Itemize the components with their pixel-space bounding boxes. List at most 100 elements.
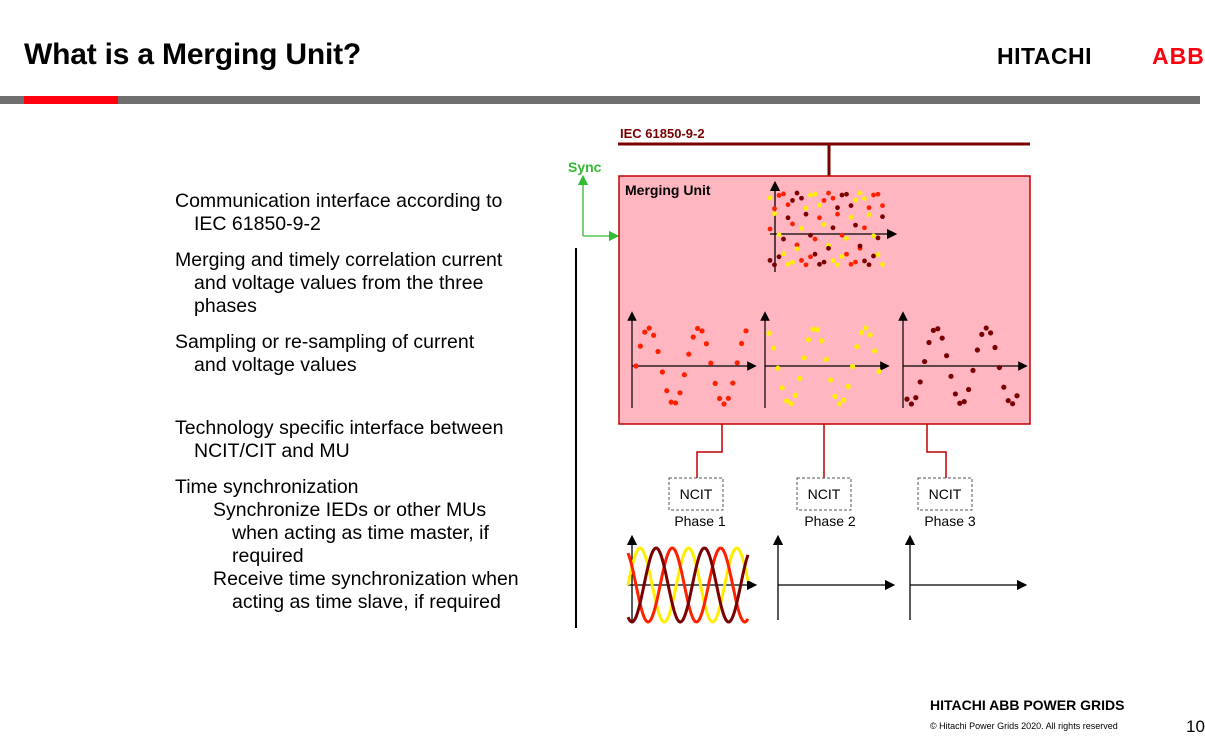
sample-dot <box>730 380 736 386</box>
merged-dot <box>817 215 822 221</box>
sample-dot <box>770 345 777 351</box>
sample-dot <box>681 372 688 378</box>
sample-dot <box>699 328 705 334</box>
merged-dot <box>826 190 831 196</box>
ncit-label: NCIT <box>929 486 962 502</box>
sample-dot <box>988 330 994 336</box>
phase-1-label: Phase 1 <box>674 513 726 529</box>
analog-wave <box>626 546 750 624</box>
footer-copyright: © Hitachi Power Grids 2020. All rights r… <box>930 721 1118 731</box>
sync-label: Sync <box>568 159 602 175</box>
sample-dot <box>717 395 723 402</box>
ncit-phase-1: NCIT Phase 1 <box>668 477 726 529</box>
sample-dot <box>952 391 959 397</box>
merged-dot <box>880 203 885 208</box>
merged-samples <box>767 190 885 268</box>
sample-dot <box>655 348 661 355</box>
merged-dot <box>767 195 773 201</box>
merged-dot <box>839 254 845 259</box>
merged-dot <box>794 246 800 252</box>
merged-dot <box>821 222 827 227</box>
sample-dot <box>961 399 967 405</box>
merged-dot <box>808 192 813 198</box>
header-bar <box>0 96 1200 104</box>
merged-dot <box>866 205 872 211</box>
sample-dot <box>784 398 790 404</box>
sample-dot <box>970 367 976 374</box>
merged-dot <box>785 215 791 221</box>
bullet-3: Sampling or re-sampling of current <box>175 331 475 353</box>
sample-dot <box>806 337 812 343</box>
sample-dot <box>1001 384 1007 390</box>
merged-dot <box>799 225 804 231</box>
merged-dot <box>785 202 791 208</box>
bus-label: IEC 61850-9-2 <box>620 126 705 141</box>
bullet-4: Technology specific interface between <box>175 417 504 439</box>
sample-dot <box>734 360 740 366</box>
merged-dot <box>853 222 858 228</box>
merging-unit-label: Merging Unit <box>625 182 711 198</box>
sub-bullet-2: Receive time synchronization when <box>213 568 519 590</box>
header-bar-accent <box>24 96 118 104</box>
merged-dot <box>862 225 867 231</box>
phase-3-label: Phase 3 <box>924 513 976 529</box>
bullet-list: Communication interface according to IEC… <box>175 190 570 614</box>
merged-dot <box>767 226 773 232</box>
sample-dot <box>677 390 683 396</box>
merged-dot <box>875 252 881 258</box>
sample-dot <box>797 375 803 382</box>
sample-dot <box>917 379 923 385</box>
sample-dot <box>668 399 674 405</box>
merged-dot <box>830 195 836 201</box>
bullet-4-cont: NCIT/CIT and MU <box>194 440 350 462</box>
merged-dot <box>871 233 876 239</box>
sample-dot <box>966 386 972 393</box>
merged-dot <box>835 262 840 268</box>
merged-dot <box>866 262 872 268</box>
footer-brand: HITACHI ABB POWER GRIDS <box>930 697 1125 713</box>
merged-dot <box>776 193 782 198</box>
merged-dot <box>844 251 849 257</box>
sample-dot <box>872 348 878 354</box>
sample-dot <box>651 332 657 338</box>
sample-dot <box>948 373 954 379</box>
sample-dot <box>867 332 873 338</box>
sample-dot <box>992 344 998 351</box>
sample-dot <box>779 385 785 391</box>
merged-dot <box>848 203 854 208</box>
sample-dot <box>832 393 838 399</box>
bullet-2: Merging and timely correlation current <box>175 249 503 271</box>
sample-dot <box>708 360 714 366</box>
sample-dot <box>850 364 856 370</box>
bullet-2-cont: and voltage values from the three <box>194 272 484 294</box>
sample-dot <box>828 377 834 383</box>
merged-dot <box>821 259 827 265</box>
merged-dot <box>857 190 863 196</box>
merged-dot <box>871 253 876 259</box>
sub-bullet-2-cont: acting as time slave, if required <box>232 591 501 613</box>
sample-dot <box>926 339 932 346</box>
abb-logo: ABB <box>1152 43 1205 69</box>
sample-dot <box>823 356 829 362</box>
merged-dot <box>848 214 854 220</box>
sample-dot <box>659 369 666 375</box>
merged-dot <box>808 232 813 238</box>
merged-dot <box>781 236 786 242</box>
merged-dot <box>790 221 795 227</box>
sample-dot <box>695 325 701 332</box>
merged-dot <box>880 262 885 267</box>
merged-dot <box>848 261 854 267</box>
sub-bullet-1-cont: when acting as time master, if <box>232 522 489 544</box>
merged-dot <box>835 205 840 211</box>
merged-dot <box>839 192 845 198</box>
sampled-phase-plots <box>627 311 1028 408</box>
merged-dot <box>812 236 818 242</box>
page-title: What is a Merging Unit? <box>24 38 362 71</box>
sample-dot <box>944 353 950 359</box>
bullet-5: Time synchronization <box>175 476 359 498</box>
merged-dot <box>821 198 827 203</box>
bullet-3-cont: and voltage values <box>194 354 357 376</box>
sample-dot <box>1010 401 1016 407</box>
sample-dot <box>739 340 745 347</box>
sample-dot <box>642 329 648 335</box>
